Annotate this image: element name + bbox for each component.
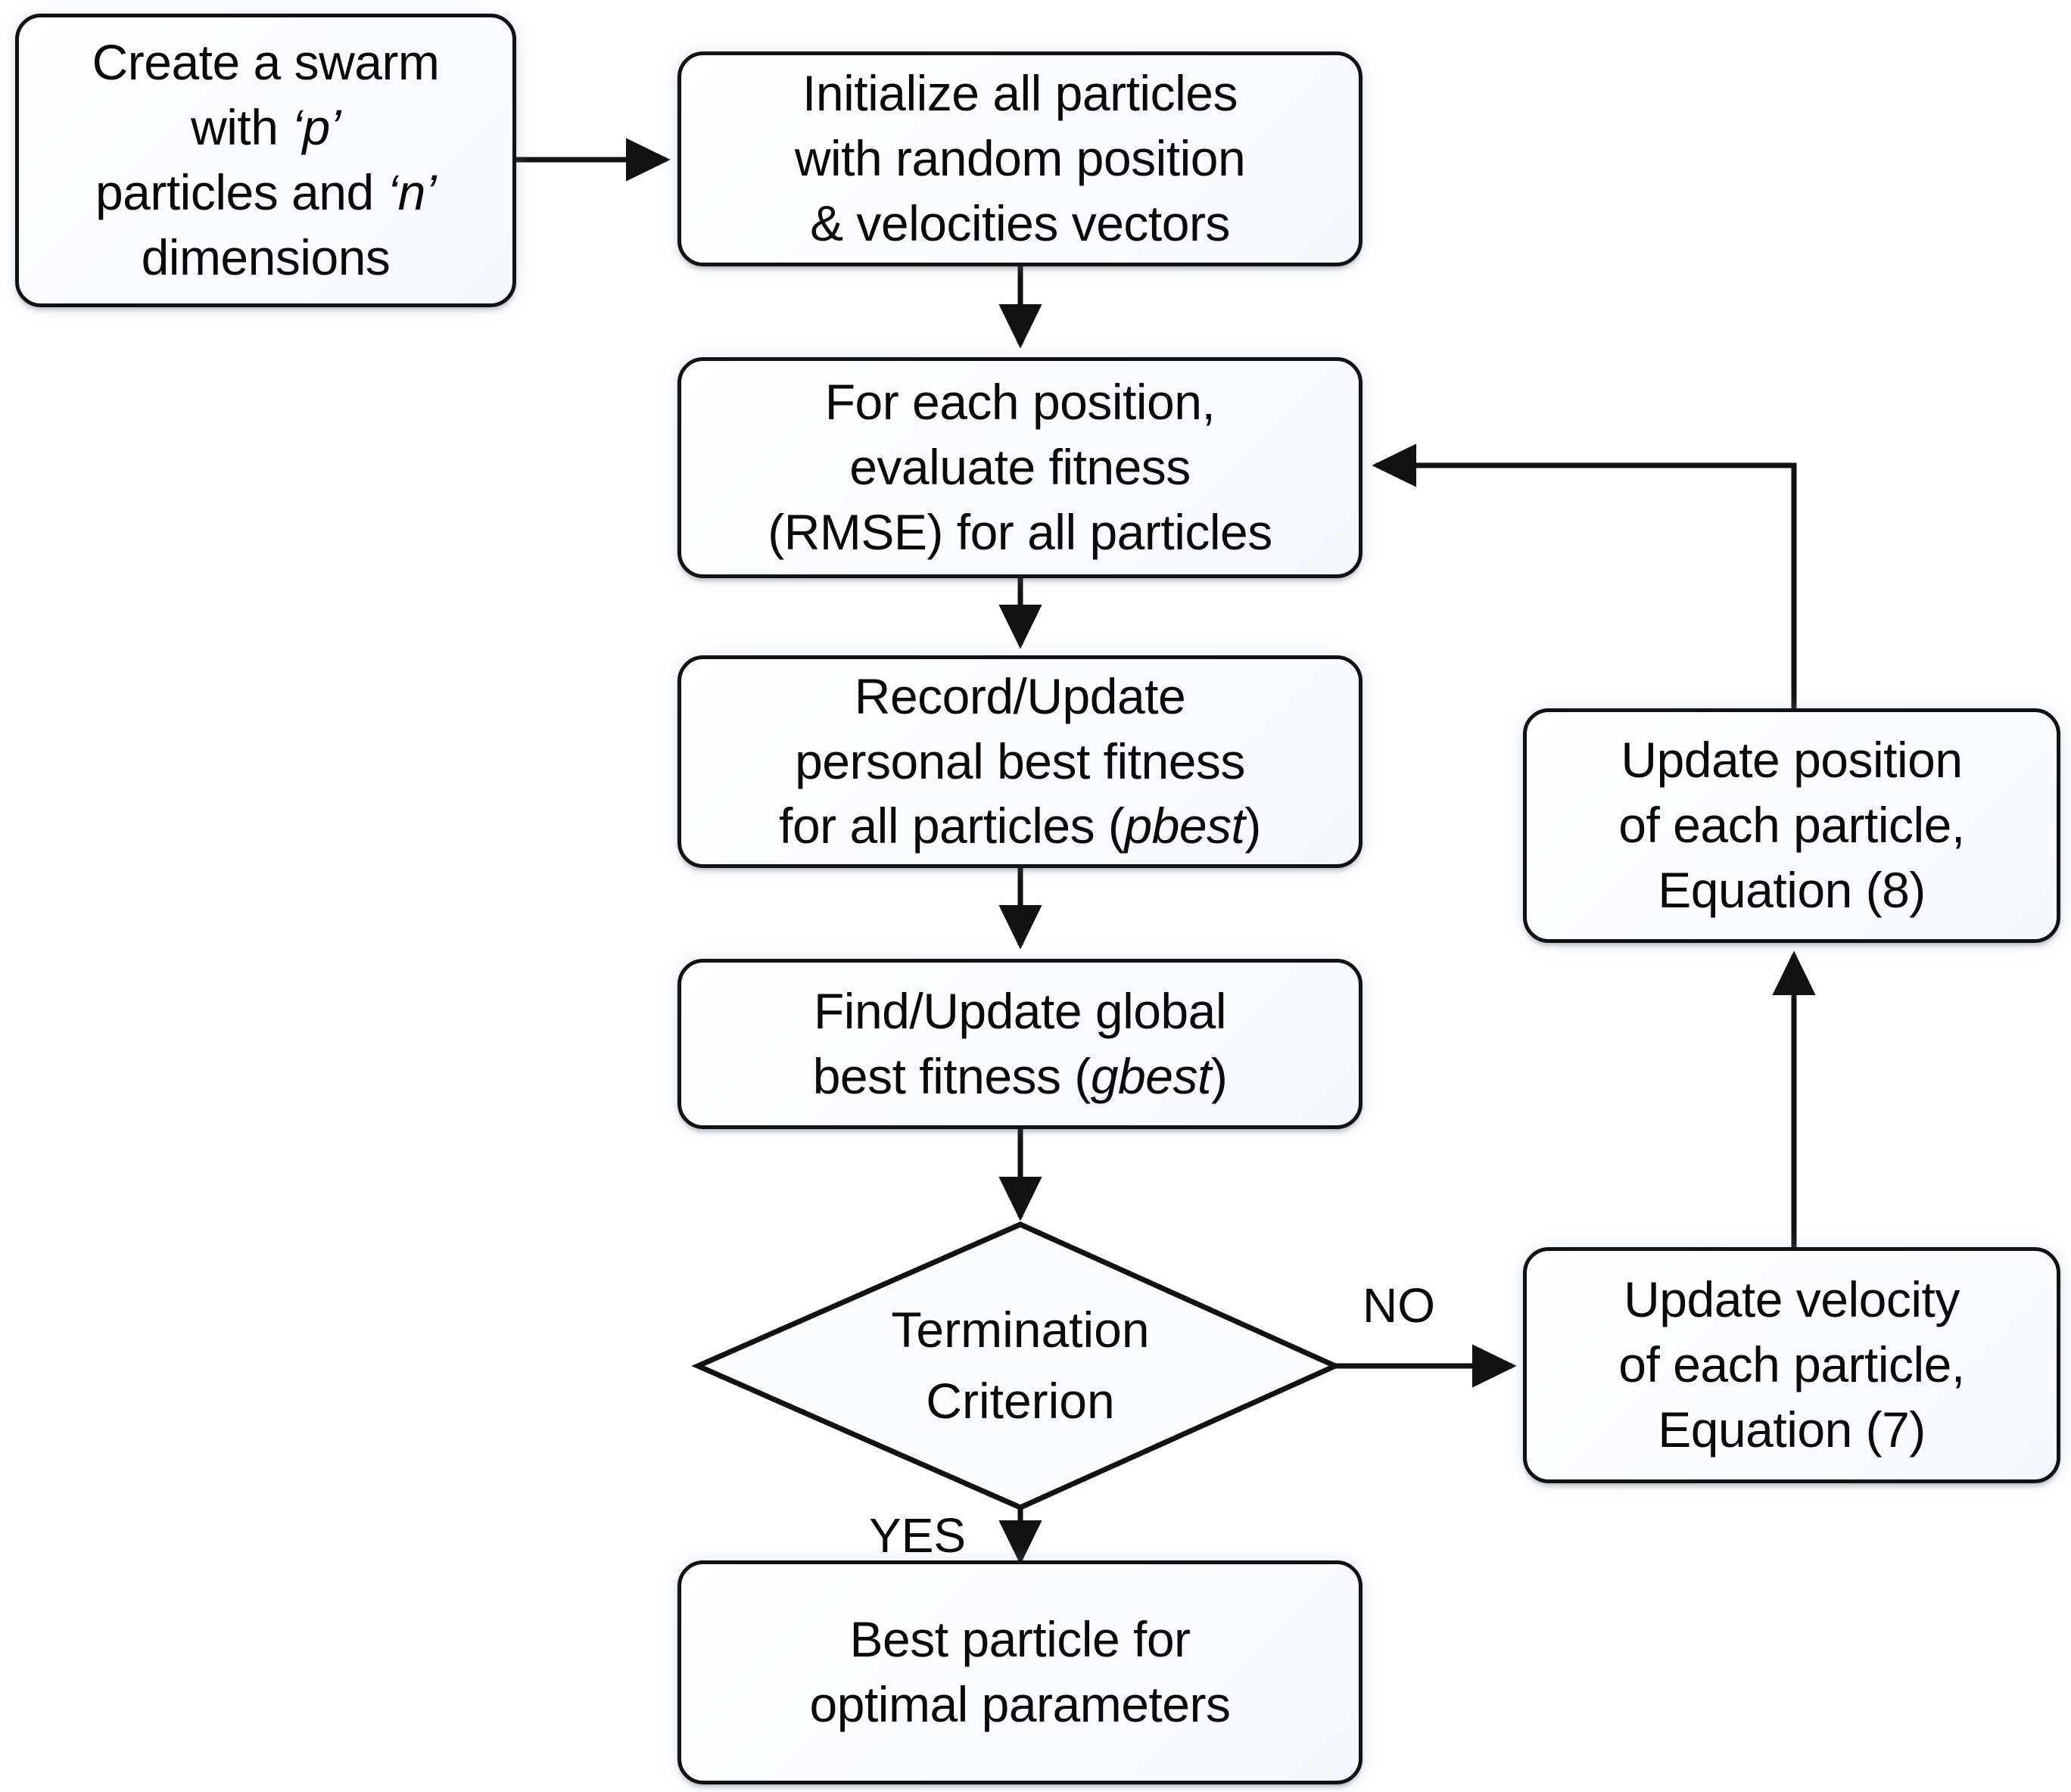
edge-label-no: NO <box>1362 1278 1435 1333</box>
edge-label-yes: YES <box>869 1508 967 1563</box>
termination-diamond-shape[interactable] <box>691 1221 1342 1510</box>
node-evaluate-fitness[interactable]: For each position,evaluate fitness(RMSE)… <box>677 357 1362 578</box>
node-evaluate-fitness-label: For each position,evaluate fitness(RMSE)… <box>768 374 1272 560</box>
edge-position-to-evaluate-loopback <box>1372 443 1797 708</box>
